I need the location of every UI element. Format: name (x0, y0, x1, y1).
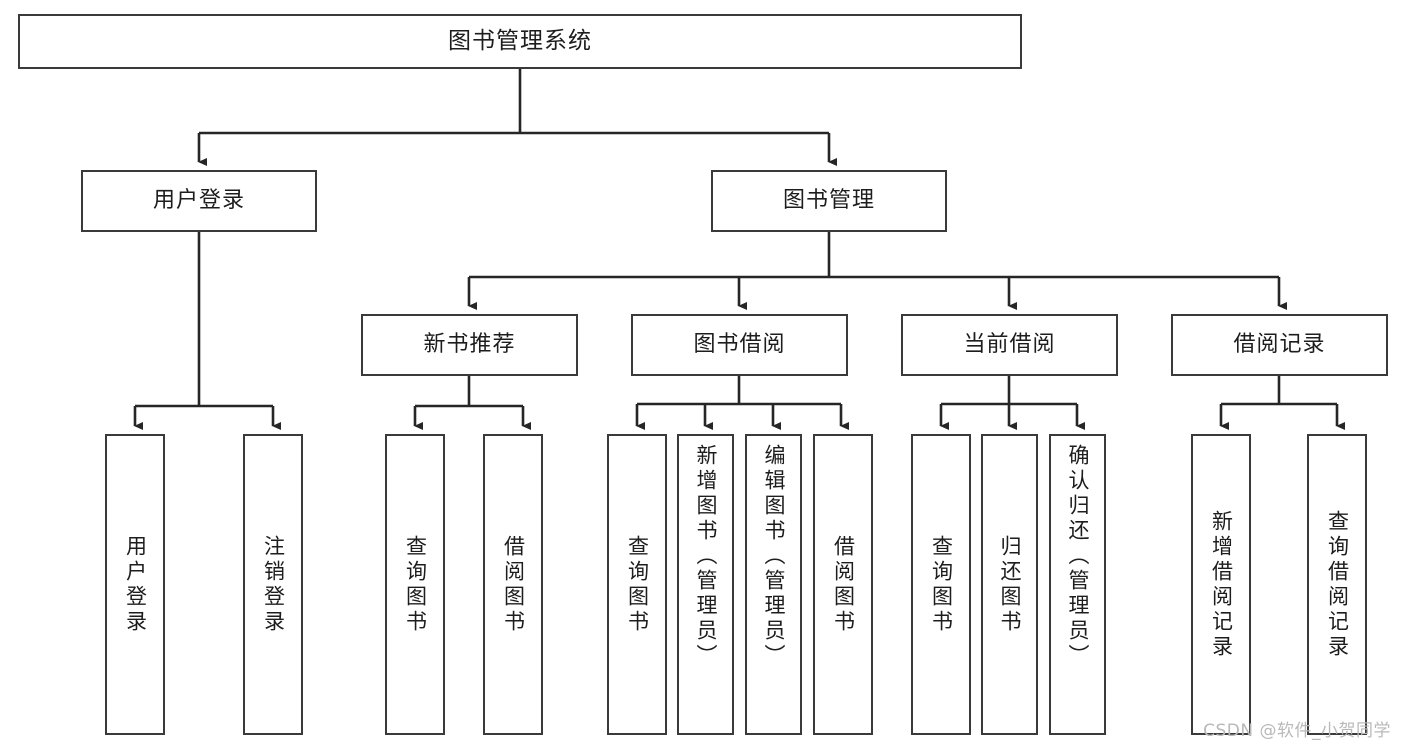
node-leaf-add-book[interactable]: 新增图书（管理员） (677, 434, 734, 735)
node-current-borrow[interactable]: 当前借阅 (901, 314, 1118, 376)
node-leaf-return-book[interactable]: 归还图书 (981, 434, 1038, 735)
node-label: 新增图书（管理员） (694, 444, 718, 669)
node-root-system[interactable]: 图书管理系统 (18, 14, 1022, 69)
node-label: 用户登录 (123, 534, 148, 635)
node-label: 借阅图书 (501, 534, 526, 635)
node-leaf-add-record[interactable]: 新增借阅记录 (1191, 434, 1251, 735)
node-leaf-borrow-book-2[interactable]: 借阅图书 (813, 434, 873, 735)
node-leaf-edit-book[interactable]: 编辑图书（管理员） (745, 434, 802, 735)
csdn-watermark: CSDN @软件_小贺同学 (1203, 721, 1391, 741)
node-label: 当前借阅 (963, 332, 1056, 358)
node-label: 用户登录 (152, 188, 245, 214)
node-leaf-query-book-2[interactable]: 查询图书 (607, 434, 667, 735)
node-label: 查询图书 (625, 534, 650, 635)
node-label: 借阅图书 (831, 534, 856, 635)
node-label: 新增借阅记录 (1209, 509, 1234, 660)
node-new-book-recommend[interactable]: 新书推荐 (361, 314, 578, 376)
node-book-borrow[interactable]: 图书借阅 (631, 314, 848, 376)
node-leaf-confirm-return[interactable]: 确认归还（管理员） (1049, 434, 1106, 735)
node-label: 归还图书 (998, 534, 1022, 635)
node-label: 图书管理 (782, 188, 875, 214)
node-label: 编辑图书（管理员） (762, 444, 786, 669)
node-leaf-user-login[interactable]: 用户登录 (105, 434, 165, 735)
node-leaf-borrow-book-1[interactable]: 借阅图书 (483, 434, 543, 735)
node-label: 查询图书 (929, 534, 954, 635)
node-label: 注销登录 (261, 534, 286, 635)
node-label: 查询图书 (403, 534, 428, 635)
node-label: 新书推荐 (423, 332, 516, 358)
node-user-login[interactable]: 用户登录 (81, 170, 317, 232)
node-borrow-record[interactable]: 借阅记录 (1171, 314, 1388, 376)
node-label: 查询借阅记录 (1325, 509, 1350, 660)
node-book-manage[interactable]: 图书管理 (711, 170, 947, 232)
node-leaf-query-book-3[interactable]: 查询图书 (911, 434, 971, 735)
node-leaf-query-record[interactable]: 查询借阅记录 (1307, 434, 1367, 735)
node-label: 借阅记录 (1233, 332, 1326, 358)
node-label: 图书管理系统 (448, 27, 592, 54)
node-leaf-query-book-1[interactable]: 查询图书 (385, 434, 445, 735)
node-leaf-logout-login[interactable]: 注销登录 (243, 434, 303, 735)
node-label: 确认归还（管理员） (1066, 444, 1090, 669)
node-label: 图书借阅 (693, 332, 786, 358)
